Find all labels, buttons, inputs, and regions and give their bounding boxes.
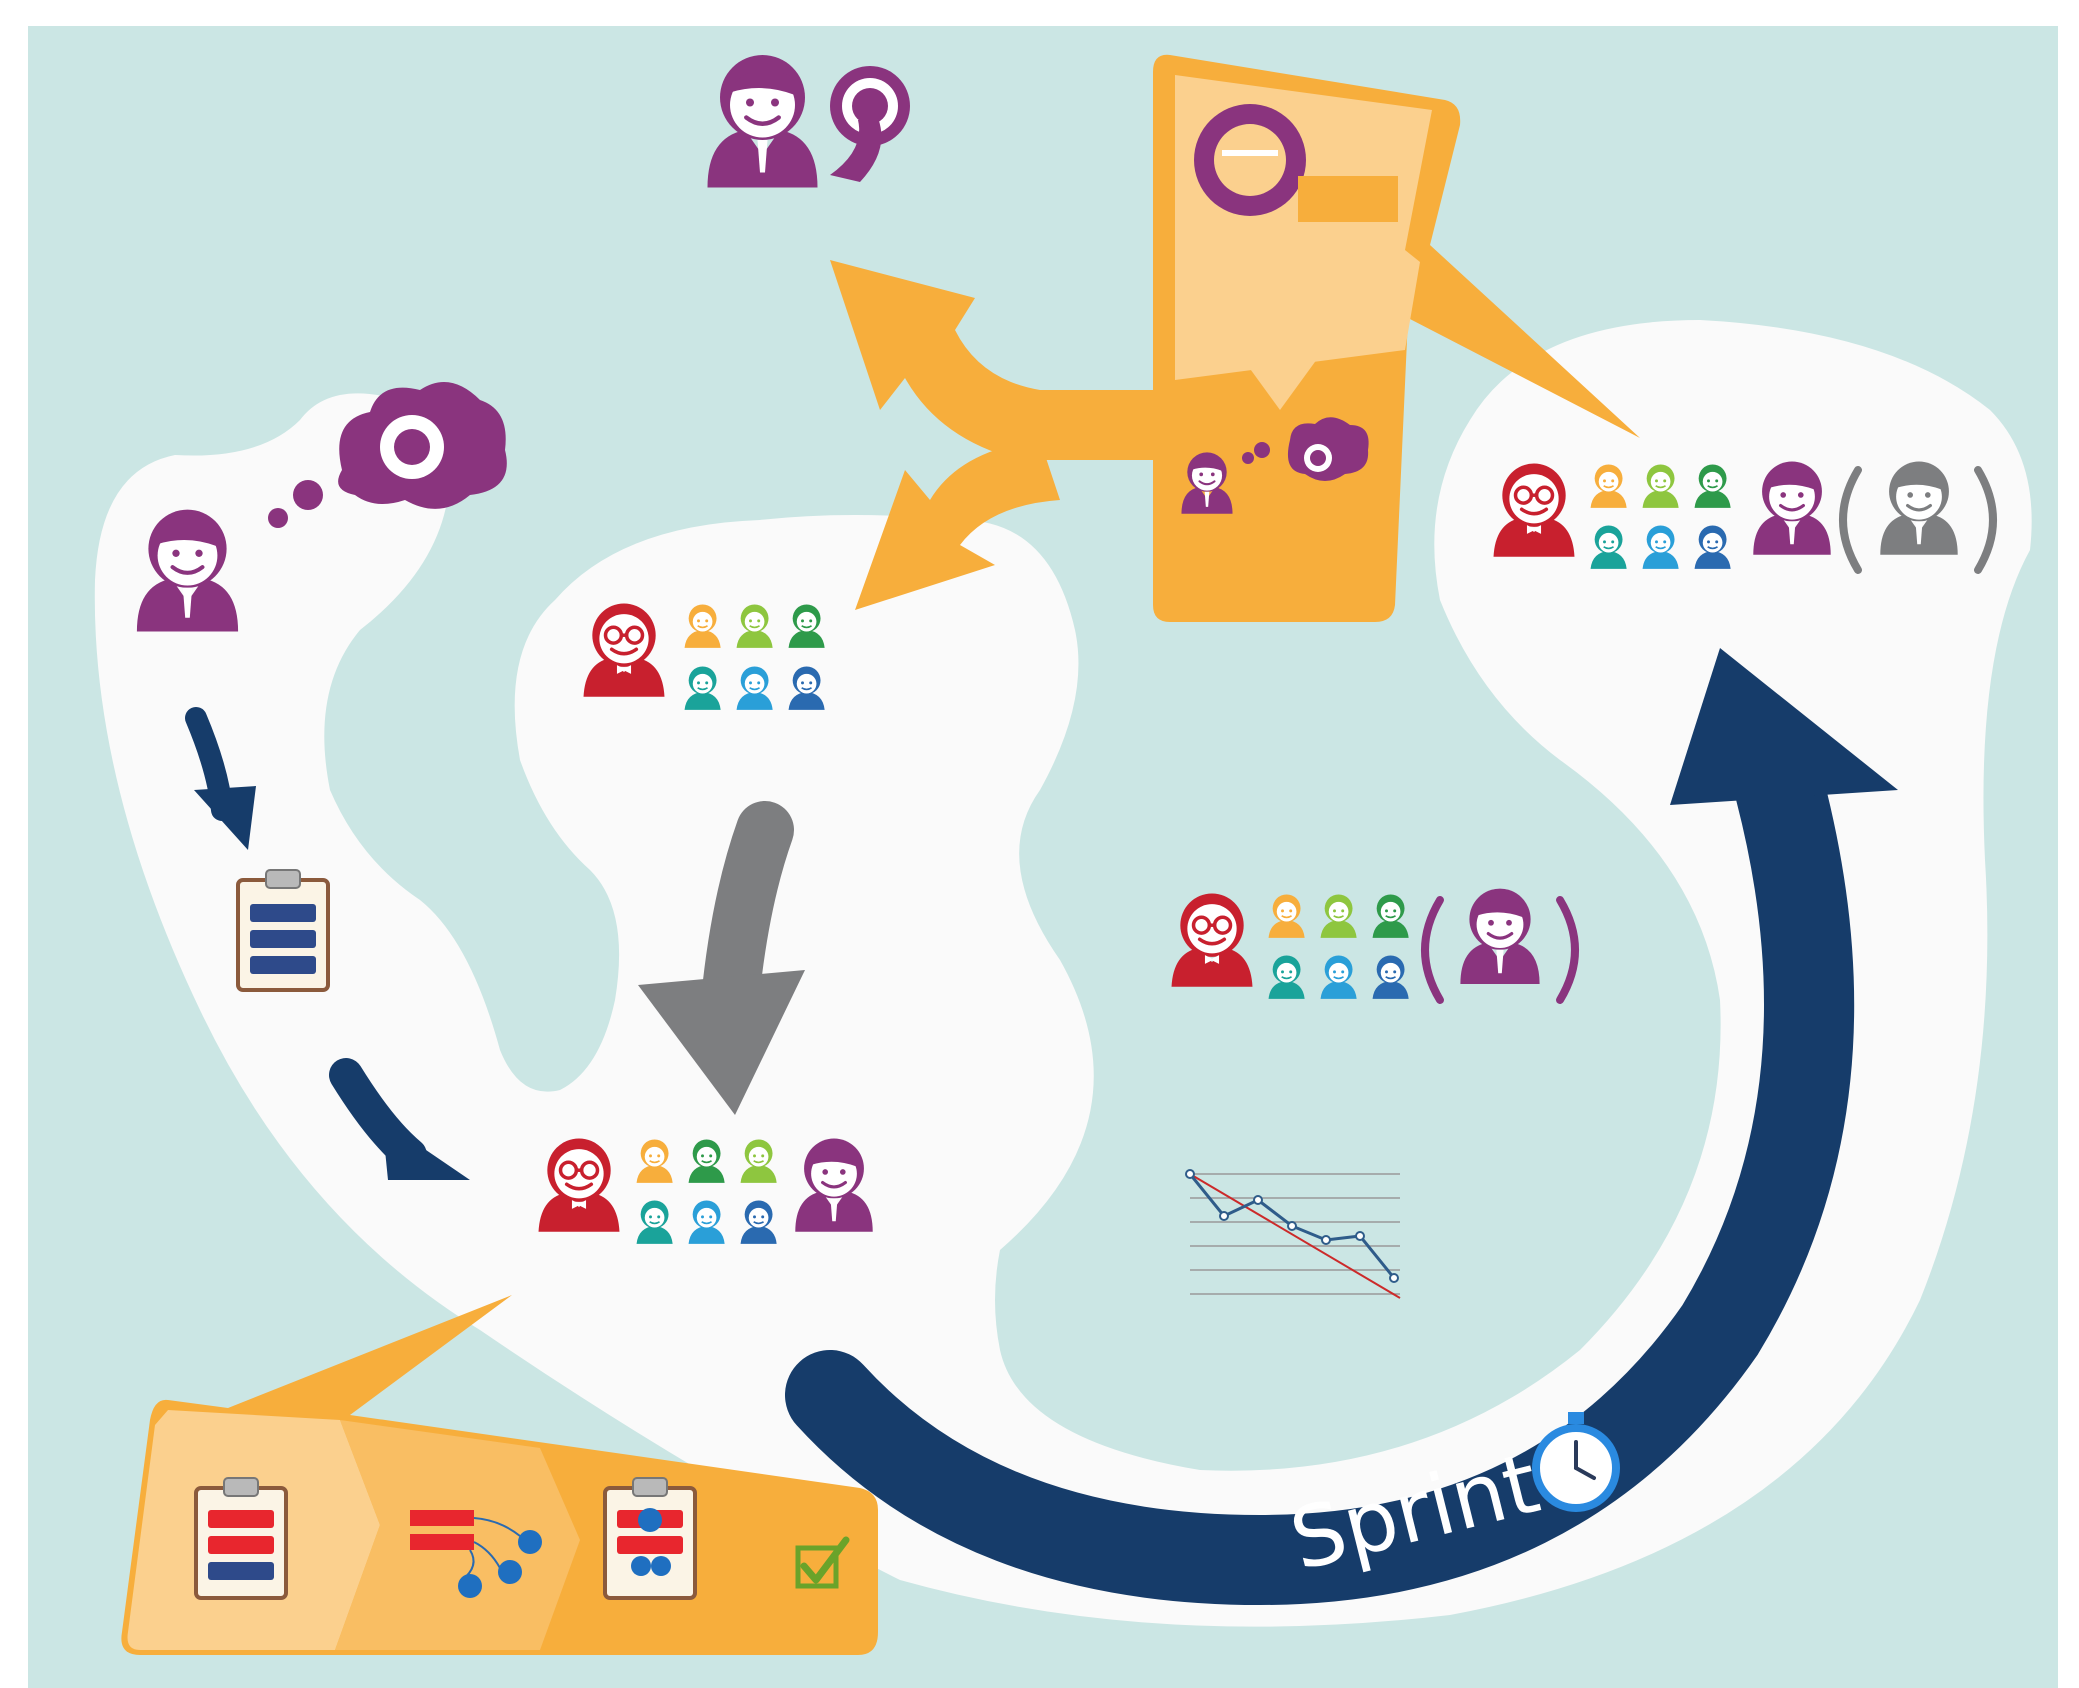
vision-callout: [1153, 54, 1640, 623]
arrow-idea-to-backlog-head: [194, 786, 256, 850]
stopwatch-icon: [1532, 1412, 1620, 1512]
arrow-backlog-to-team-head: [382, 1120, 470, 1180]
burndown-chart-icon: [1185, 1169, 1401, 1299]
orange-branch-arrows: [830, 260, 1160, 610]
sprint-backlog-clipboard: [603, 1476, 697, 1600]
team-group-review: [1491, 459, 1997, 574]
task-breakdown-icon: [410, 1510, 542, 1598]
checkbox-checked-icon: [795, 1536, 850, 1589]
product-backlog: [236, 868, 330, 992]
callout-down-arrow: [1240, 355, 1320, 410]
sprint-planning-callout: [121, 1295, 878, 1655]
process-path: [94, 320, 2032, 1627]
team-group-daily: [1169, 887, 1579, 1004]
product-owner-idea: [137, 382, 507, 632]
product-owner-vision: [708, 55, 910, 188]
vision-bar: [1298, 176, 1398, 222]
gray-arrow-head: [638, 970, 805, 1115]
selected-backlog-clipboard: [194, 1476, 288, 1600]
